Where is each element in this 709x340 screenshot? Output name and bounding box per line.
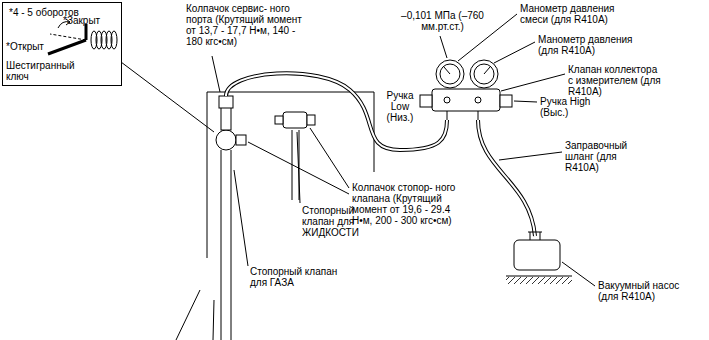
part-label: Стопорный клапан для ЖИДКОСТИ [302,205,366,238]
leader-line [212,14,595,286]
part-label: Манометр давления (для R410A) [538,34,648,56]
part-label: Ручка Low (Низ.) [382,90,418,123]
leader-line [121,62,214,132]
charge-hose [478,120,535,236]
part-label: Колпачок стопор- ного клапана (Крутящий … [352,182,470,226]
part-label: Заправочный шланг (для R410A) [565,140,650,173]
part-label: Стопорный клапан для ГАЗА [250,266,340,288]
unit-outline [207,92,374,258]
liquid-valve [275,112,315,200]
callout-text: *Открыт [6,41,50,52]
callout-text: Шестигранный ключ [6,60,84,82]
part-label: Клапан коллектора с измерителем (для R41… [568,64,663,97]
leader-line [176,290,200,340]
charge-hose [226,73,447,150]
callout-text: *Закрыт [63,15,121,26]
part-label: Ручка High (Выс.) [540,96,600,118]
vacuum-pump [506,232,572,284]
gauge-manifold [420,60,512,120]
part-label: –0,101 МПа (–760 мм.рт.ст.) [395,10,490,32]
leader-line [213,300,214,340]
part-label: Вакуумный насос (для R410A) [598,280,698,302]
part-label: Манометр давления смеси (для R410A) [520,3,630,25]
callout-box: *4 - 5 оборотов*Закрыт*ОткрытШестигранны… [2,2,122,86]
part-label: Колпачок сервис- ного порта (Крутящий мо… [186,3,308,47]
